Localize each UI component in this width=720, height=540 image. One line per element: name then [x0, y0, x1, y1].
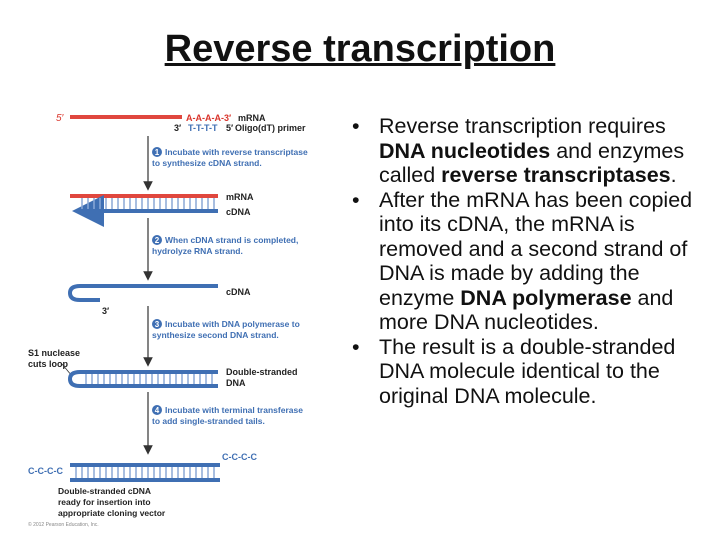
- final-label-line-3: appropriate cloning vector: [58, 508, 166, 518]
- step-3-text-line-2: synthesize second DNA strand.: [152, 330, 279, 340]
- bullet-item-2: After the mRNA has been copied into its …: [352, 188, 704, 335]
- hairpin-three-prime-label: 3′: [102, 306, 109, 316]
- step-2-text-line-2: hydrolyze RNA strand.: [152, 246, 243, 256]
- primer-sequence: T-T-T-T: [188, 123, 218, 133]
- reverse-transcription-diagram: 5′ A-A-A-A-3′ mRNA 3′ T-T-T-T 5′ Oligo(d…: [0, 100, 340, 530]
- bold-reverse-transcriptases: reverse transcriptases: [441, 163, 671, 187]
- final-label-line-1: Double-stranded cDNA: [58, 486, 151, 496]
- slide-title: Reverse transcription: [0, 28, 720, 71]
- bullet-item-1: Reverse transcription requires DNA nucle…: [352, 114, 704, 188]
- step-4-text-line-2: to add single-stranded tails.: [152, 416, 265, 426]
- step-1-text-line-1: Incubate with reverse transcriptase: [165, 147, 308, 157]
- tail-left-label: C-C-C-C: [28, 466, 63, 476]
- step-1-text-line-2: to synthesize cDNA strand.: [152, 158, 262, 168]
- copyright-text: © 2012 Pearson Education, Inc.: [28, 521, 99, 528]
- ds-dna-label-line-1: Double-stranded: [226, 367, 298, 377]
- primer-label: Oligo(dT) primer: [235, 123, 306, 133]
- hybrid-mrna-label: mRNA: [226, 192, 254, 202]
- double-stranded-dna-loop: [70, 372, 218, 386]
- primer-three-prime-label: 3′: [174, 123, 181, 133]
- bullet-item-3: The result is a double-stranded DNA mole…: [352, 335, 704, 409]
- step-1-number: 1: [155, 148, 160, 157]
- final-label-line-2: ready for insertion into: [58, 497, 151, 507]
- step-3-text-line-1: Incubate with DNA polymerase to: [165, 319, 300, 329]
- cdna-hairpin: [70, 286, 218, 300]
- step-3-number: 3: [155, 320, 160, 329]
- mrna-label-top: mRNA: [238, 113, 266, 123]
- final-double-stranded-cdna: [70, 465, 220, 480]
- step-4-text-line-1: Incubate with terminal transferase: [165, 405, 303, 415]
- s1-nuclease-label-line-1: S1 nuclease: [28, 348, 80, 358]
- bullet-list: Reverse transcription requires DNA nucle…: [352, 114, 704, 408]
- tail-right-label: C-C-C-C: [222, 452, 257, 462]
- bold-dna-nucleotides: DNA nucleotides: [379, 139, 550, 163]
- primer-five-prime-label: 5′: [226, 123, 233, 133]
- hybrid-cdna-label: cDNA: [226, 207, 251, 217]
- ds-dna-label-line-2: DNA: [226, 378, 246, 388]
- mrna-five-prime-label: 5′: [56, 113, 65, 124]
- bold-dna-polymerase: DNA polymerase: [460, 286, 631, 310]
- poly-a-tail-label: A-A-A-A-3′: [186, 113, 231, 123]
- hairpin-cdna-label: cDNA: [226, 287, 251, 297]
- mrna-cdna-hybrid: [70, 196, 218, 211]
- step-4-number: 4: [155, 406, 160, 415]
- step-2-number: 2: [155, 236, 160, 245]
- step-2-text-line-1: When cDNA strand is completed,: [165, 235, 298, 245]
